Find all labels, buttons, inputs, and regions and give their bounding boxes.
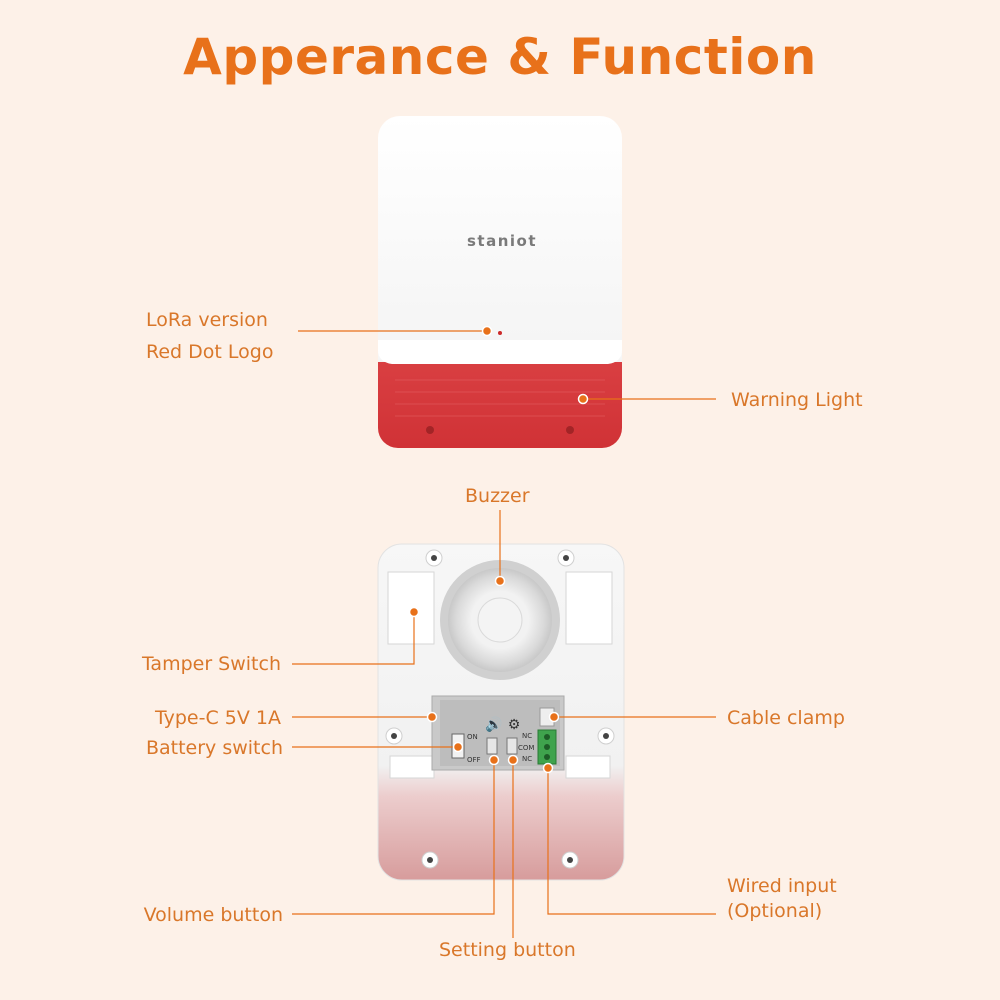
- off-label: OFF: [467, 756, 481, 764]
- nc-bottom-label: NC: [522, 755, 532, 763]
- tamper-switch-label: Tamper Switch: [141, 653, 281, 675]
- brand-logo: staniot: [467, 232, 537, 250]
- volume-button-label: Volume button: [143, 904, 283, 926]
- wired-input-label: Wired input: [727, 875, 837, 897]
- buzzer-label: Buzzer: [465, 485, 530, 507]
- on-label: ON: [467, 733, 478, 741]
- page-title: Apperance & Function: [183, 28, 817, 86]
- nc-top-label: NC: [522, 732, 532, 740]
- front-view-siren: staniot: [378, 116, 622, 448]
- type-c-label: Type-C 5V 1A: [154, 707, 281, 729]
- back-view-siren: 🔊 ⚙ ON OFF NC COM NC: [377, 543, 625, 881]
- volume-icon: 🔊: [485, 715, 502, 733]
- leader-lines: [292, 330, 716, 938]
- setting-button-label: Setting button: [439, 939, 576, 961]
- cable-clamp-label: Cable clamp: [727, 707, 845, 729]
- gear-icon: ⚙: [508, 717, 521, 733]
- callout-dots: [408, 325, 589, 774]
- lora-version-label: LoRa version: [146, 309, 268, 331]
- wired-input-optional-label: (Optional): [727, 900, 823, 922]
- com-label: COM: [518, 744, 534, 752]
- battery-switch-label: Battery switch: [145, 737, 283, 759]
- warning-light-label: Warning Light: [731, 389, 863, 411]
- red-dot-logo-label: Red Dot Logo: [146, 341, 274, 363]
